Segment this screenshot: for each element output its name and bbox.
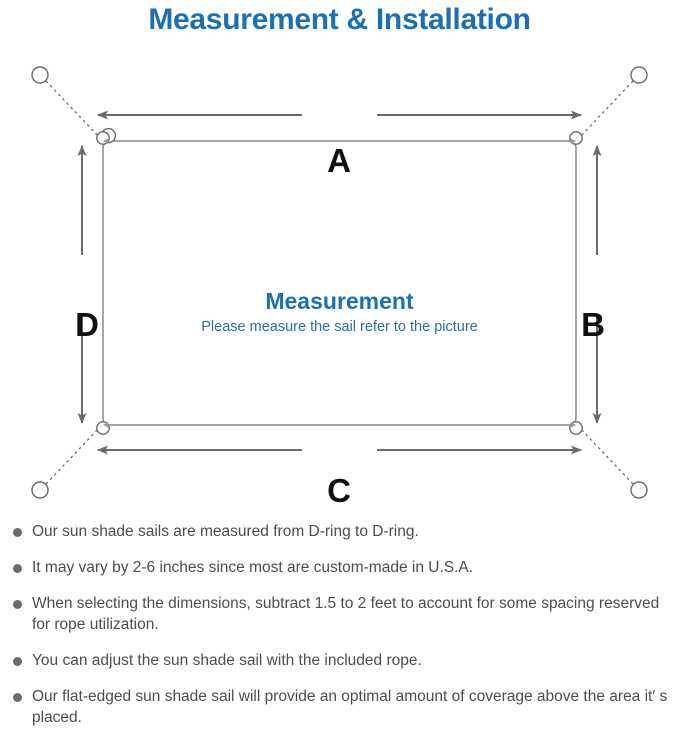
rope-bottom-right: [577, 425, 634, 485]
sail-outline: [102, 140, 577, 426]
anchor-bottom-right-icon: [630, 481, 648, 499]
notes-list: Our sun shade sails are measured from D-…: [0, 521, 679, 728]
rope-top-right: [577, 80, 634, 140]
note-text: You can adjust the sun shade sail with t…: [32, 652, 422, 669]
bullet-icon: [13, 600, 22, 609]
d-ring-wedge-tl: [103, 138, 109, 144]
rope-top-left: [45, 80, 102, 140]
note-text: It may vary by 2-6 inches since most are…: [32, 559, 474, 576]
dimension-label-b: B: [581, 306, 605, 343]
rope-lines: [45, 80, 634, 485]
d-ring-wedges: [103, 138, 576, 428]
list-item: Our flat-edged sun shade sail will provi…: [0, 686, 679, 728]
dimension-label-d: D: [75, 306, 99, 343]
dimension-label-a: A: [327, 142, 351, 179]
d-ring-wedge-bl: [103, 422, 109, 428]
dimension-label-c: C: [327, 472, 351, 509]
measurement-diagram: Measurement Please measure the sail refe…: [0, 50, 679, 515]
list-item: Our sun shade sails are measured from D-…: [0, 521, 679, 542]
note-text: Our flat-edged sun shade sail will provi…: [32, 688, 668, 726]
bullet-icon: [13, 564, 22, 573]
anchor-top-left-icon: [31, 66, 49, 84]
note-text: When selecting the dimensions, subtract …: [32, 595, 660, 633]
d-ring-wedge-tr: [570, 138, 576, 144]
rope-bottom-left: [45, 425, 102, 485]
list-item: You can adjust the sun shade sail with t…: [0, 650, 679, 671]
anchor-top-right-icon: [630, 66, 648, 84]
note-text: Our sun shade sails are measured from D-…: [32, 523, 419, 540]
bullet-icon: [13, 528, 22, 537]
diagram-canvas: [31, 66, 648, 499]
anchor-bottom-left-icon: [31, 481, 49, 499]
list-item: It may vary by 2-6 inches since most are…: [0, 557, 679, 578]
anchor-points: [31, 66, 648, 499]
bullet-icon: [13, 693, 22, 702]
list-item: When selecting the dimensions, subtract …: [0, 593, 679, 635]
d-ring-wedge-br: [570, 422, 576, 428]
bullet-icon: [13, 657, 22, 666]
page-title: Measurement & Installation: [148, 3, 531, 36]
